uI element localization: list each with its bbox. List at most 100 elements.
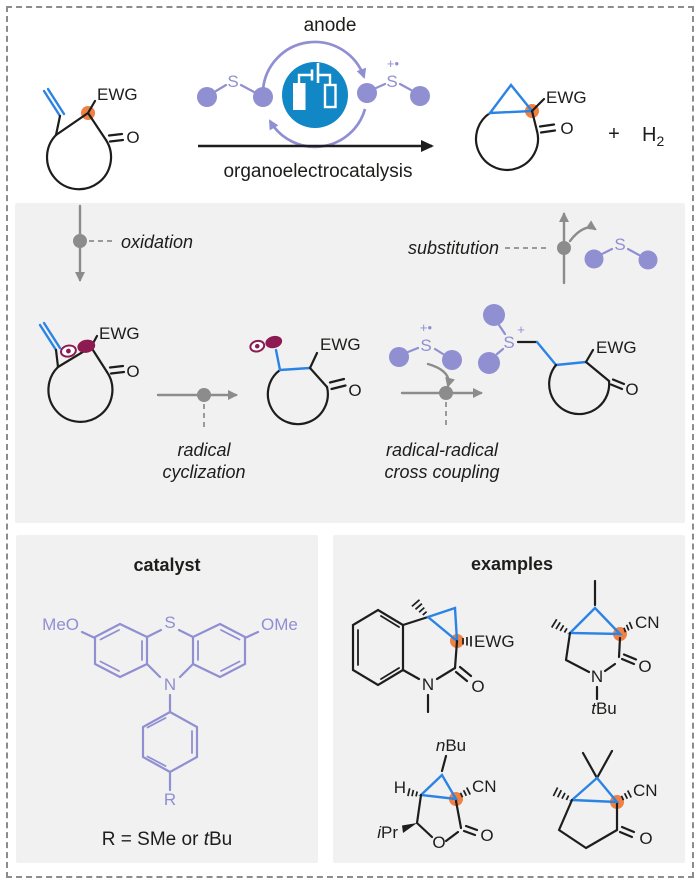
- plus-sign: +: [608, 123, 620, 145]
- hashed-methyl: [550, 618, 568, 633]
- substrate-structure: EWG O: [42, 85, 140, 191]
- cyclization-label-2: cyclization: [162, 462, 245, 482]
- reaction-arrow-label: organoelectrocatalysis: [223, 161, 412, 182]
- product-ewg-label: EWG: [546, 88, 587, 107]
- oxygen-label: O: [638, 657, 651, 676]
- cation-charge: +: [517, 322, 525, 337]
- ewg-label: EWG: [474, 632, 515, 651]
- ipr-italic: i: [377, 823, 382, 842]
- cyclopropane-ring: [568, 776, 620, 804]
- example-2-structure: CN N O tBu: [550, 579, 660, 718]
- nitrogen-label: N: [591, 667, 603, 686]
- ipr-rest: Pr: [381, 823, 398, 842]
- addition-curved-arrow: [426, 362, 455, 388]
- thioether-sulfur-label: S: [227, 72, 238, 91]
- cycle-arrow-top: [261, 40, 367, 91]
- catalyst-panel: [16, 535, 318, 863]
- hashed-wedge-cn: [459, 787, 471, 798]
- hashed-wedge-ewg: [462, 636, 472, 647]
- tbu-italic: t: [591, 699, 597, 718]
- ewg-label: EWG: [320, 335, 361, 354]
- oxygen-label: O: [126, 362, 139, 381]
- hashed-wedge-h: [407, 788, 419, 797]
- substitution-step: substitution S: [408, 212, 658, 285]
- methoxy-right-label: OMe: [261, 615, 298, 634]
- substitution-label: substitution: [408, 238, 499, 258]
- mechanism-panel: [15, 203, 685, 523]
- cyclopropane-ring: [425, 606, 459, 644]
- sulfonium-adduct-structure: S + EWG O: [478, 304, 639, 416]
- anode-label: anode: [304, 15, 357, 36]
- sulfonium-sulfur-label: S: [503, 333, 514, 352]
- nitrile-label: CN: [633, 781, 658, 800]
- examples-title: examples: [471, 554, 553, 574]
- radical-cyclization-step: radical cyclization: [156, 388, 246, 482]
- oxidation-label: oxidation: [121, 232, 193, 252]
- catalyst-title: catalyst: [133, 555, 200, 575]
- ewg-label: EWG: [596, 338, 637, 357]
- cyclization-label-1: radical: [177, 440, 231, 460]
- radical-orbital-icon: [60, 339, 96, 358]
- methoxy-left-label: MeO: [42, 615, 79, 634]
- example-3-structure: nBu H CN O iPr O: [377, 736, 496, 852]
- product-oxygen-label: O: [560, 119, 573, 138]
- cross-coupling-step: radical-radical cross coupling: [384, 386, 500, 482]
- hashed-methyl: [552, 787, 570, 801]
- tbu-rest: Bu: [596, 699, 617, 718]
- r-definition-suffix: Bu: [209, 829, 232, 850]
- substrate-ewg-label: EWG: [97, 85, 138, 104]
- r-definition: R = SMe or tBu: [102, 829, 232, 850]
- thioether-radical-cation-top: S +•: [357, 56, 430, 106]
- catalyst-dot: [197, 388, 211, 402]
- coupling-label-2: cross coupling: [384, 462, 499, 482]
- oxygen-label: O: [348, 381, 361, 400]
- cyclopropane-ring: [487, 83, 535, 115]
- hydrogen-symbol: H: [642, 124, 656, 146]
- nbu-rest: Bu: [445, 736, 466, 755]
- nbu-label: nBu: [436, 736, 466, 755]
- example-4-structure: CN O: [552, 749, 658, 850]
- hydrogen-subscript: 2: [656, 133, 664, 149]
- released-thioether: S: [584, 235, 658, 270]
- alkene-bond: [42, 87, 66, 118]
- alkene-bond: [38, 321, 62, 352]
- ewg-label: EWG: [99, 324, 140, 343]
- radical-cation-charge: +•: [387, 56, 400, 71]
- phenothiazine-structure: S N MeO OMe R: [42, 613, 298, 809]
- release-curved-arrow: [568, 220, 597, 243]
- radical-intermediate-structure: EWG O: [38, 321, 140, 423]
- ipr-label: iPr: [377, 823, 398, 842]
- thioether-sulfur-label: S: [386, 72, 397, 91]
- oxygen-label: O: [625, 380, 638, 399]
- bold-wedge-ipr: [402, 823, 417, 833]
- r-group-label: R: [164, 790, 176, 809]
- cyclized-radical-structure: EWG O: [249, 335, 362, 426]
- oxygen-label: O: [471, 677, 484, 696]
- nitrile-label: CN: [635, 613, 660, 632]
- electrochemical-cell-icon: [282, 62, 348, 128]
- oxygen-label: O: [639, 829, 652, 848]
- hashed-wedge-cn: [623, 621, 633, 633]
- carbonyl-oxygen-label: O: [480, 826, 493, 845]
- ring-oxygen-label: O: [432, 833, 445, 852]
- radical-orbital-icon: [249, 335, 283, 353]
- product-structure: EWG O: [474, 83, 587, 171]
- ring-sulfur-label: S: [164, 613, 175, 632]
- catalyst-dot: [73, 234, 87, 248]
- oxidation-step: oxidation: [73, 204, 193, 282]
- sulfur-label: S: [420, 336, 431, 355]
- substrate-oxygen-label: O: [126, 128, 139, 147]
- r-definition-prefix: R = SMe or: [102, 829, 204, 850]
- example-1-structure: EWG O N: [351, 599, 515, 714]
- nitrile-label: CN: [472, 777, 497, 796]
- hydrogen-product: H2: [642, 124, 664, 149]
- hashed-wedge-cn: [620, 790, 632, 801]
- radical-cation-charge: +•: [420, 320, 433, 335]
- anodic-cycle: anode S S: [197, 15, 430, 149]
- hydrogen-label: H: [394, 778, 406, 797]
- nitrogen-label: N: [422, 675, 434, 694]
- thioether-radical-cation-coupling: S +•: [389, 320, 462, 388]
- thioether-neutral: S: [197, 72, 273, 107]
